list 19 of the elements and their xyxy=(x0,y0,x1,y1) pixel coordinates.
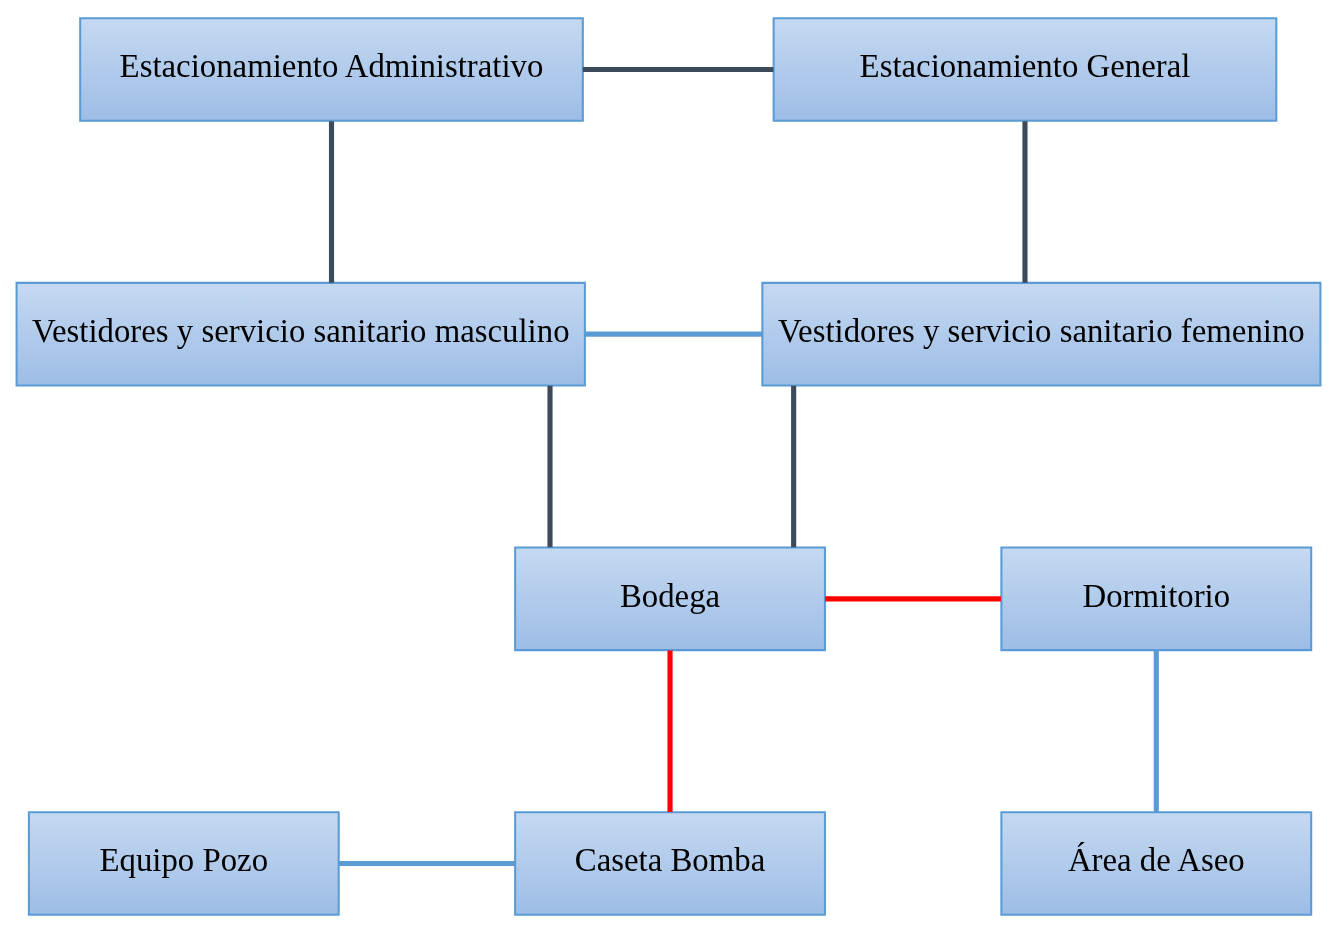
node-box: Área de Aseo xyxy=(1000,810,1313,916)
connector xyxy=(667,650,673,812)
connector xyxy=(582,66,774,72)
node-box: Vestidores y servicio sanitario femenino xyxy=(761,281,1322,386)
node-box: Equipo Pozo xyxy=(27,810,340,916)
node-box: Caseta Bomba xyxy=(514,810,826,916)
node-box: Vestidores y servicio sanitario masculino xyxy=(15,281,586,386)
connector xyxy=(1022,120,1028,283)
node-box: Estacionamiento General xyxy=(772,16,1278,122)
connector xyxy=(339,860,515,866)
connector xyxy=(791,385,797,547)
connector xyxy=(585,331,763,337)
node-box: Estacionamiento Administrativo xyxy=(79,16,584,122)
connector xyxy=(328,120,335,283)
node-box: Dormitorio xyxy=(1000,546,1313,651)
node-box: Bodega xyxy=(514,546,826,651)
connector xyxy=(825,595,1001,601)
connector xyxy=(547,385,553,547)
connector xyxy=(1153,650,1159,812)
